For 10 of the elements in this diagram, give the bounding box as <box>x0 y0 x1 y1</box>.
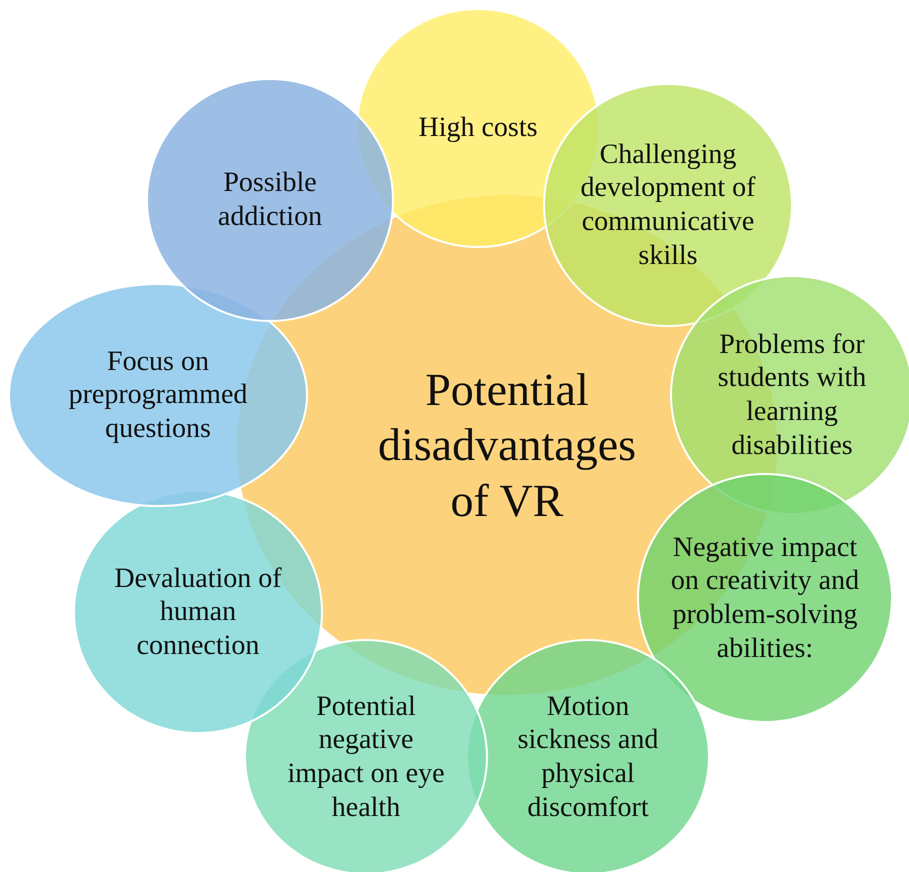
circle-label: Negative impact on creativity and problem-solving abilities: <box>670 530 860 666</box>
circle-label: Challenging development of communicative skills <box>580 138 756 272</box>
circle-label: Focus on preprogrammed questions <box>68 344 248 446</box>
circle-label: Possible addiction <box>216 166 324 234</box>
circle-label: Motion sickness and physical discomfort <box>516 690 660 824</box>
circle-label: Potential negative impact on eye health <box>286 690 446 824</box>
central-title: Potential disadvantages of VR <box>376 363 638 528</box>
circle-label: Devaluation of human connection <box>113 562 283 662</box>
circle-label: Problems for students with learning disabilities <box>716 328 868 462</box>
circle-label: High costs <box>418 111 538 145</box>
